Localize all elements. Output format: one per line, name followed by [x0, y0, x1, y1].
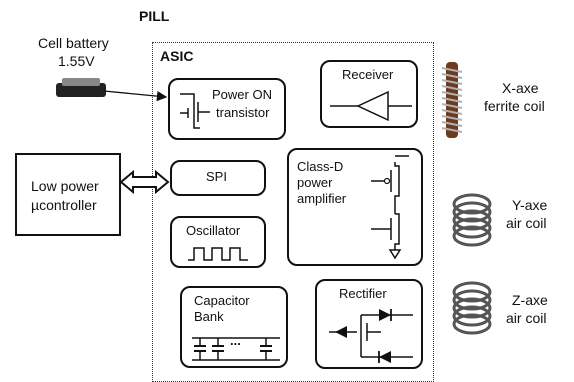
- receiver-block: Receiver: [320, 60, 418, 128]
- z-coil-label-line1: Z-axe: [512, 292, 548, 308]
- diode-bridge-icon: [329, 309, 413, 363]
- x-coil-label-line2: ferrite coil: [484, 98, 545, 114]
- z-coil-label-line2: air coil: [506, 310, 547, 326]
- transistor-icon: [180, 93, 210, 129]
- asic-label: ASIC: [160, 48, 194, 64]
- amplifier-triangle-icon: [330, 90, 412, 122]
- oscillator-block: Oscillator: [170, 216, 266, 268]
- x-axe-ferrite-coil-icon: [433, 60, 471, 140]
- capacitor-bank-label-line1: Capacitor: [194, 293, 250, 308]
- class-d-amplifier-block: Class-D power amplifier: [287, 148, 423, 266]
- capacitor-bank-label-line2: Bank: [194, 309, 224, 324]
- spi-block: SPI: [170, 160, 266, 196]
- power-on-label-line2: transistor: [216, 105, 270, 120]
- battery-label-line1: Cell battery: [38, 35, 109, 51]
- class-d-label-line3: amplifier: [297, 191, 347, 206]
- capacitor-array-icon: [192, 337, 280, 361]
- oscillator-label: Oscillator: [186, 223, 241, 238]
- power-on-label-line1: Power ON: [212, 87, 272, 102]
- battery-icon: [56, 78, 106, 98]
- power-on-transistor-block: Power ON transistor: [168, 78, 286, 140]
- battery-label-line2: 1.55V: [58, 53, 95, 69]
- x-coil-label-line1: X-axe: [502, 80, 539, 96]
- rectifier-label: Rectifier: [339, 286, 387, 301]
- spi-label: SPI: [206, 169, 227, 184]
- square-wave-icon: [188, 247, 248, 261]
- spi-bus-arrow: [119, 169, 170, 195]
- rectifier-block: Rectifier: [315, 279, 423, 369]
- y-coil-label-line1: Y-axe: [512, 197, 548, 213]
- y-axe-air-coil-icon: [447, 190, 497, 250]
- battery-to-power-on-arrow: [103, 90, 168, 102]
- class-d-label-line1: Class-D: [297, 159, 344, 174]
- cmos-transistor-pair-icon: [371, 155, 409, 260]
- microcontroller-box: Low power µcontroller: [15, 153, 121, 236]
- y-coil-label-line2: air coil: [506, 215, 547, 231]
- controller-label-line2: µcontroller: [31, 197, 97, 213]
- receiver-label: Receiver: [342, 67, 394, 82]
- pill-label: PILL: [139, 8, 170, 24]
- class-d-label-line2: power: [297, 175, 333, 190]
- capacitor-bank-block: Capacitor Bank ...: [180, 286, 288, 368]
- capacitor-ellipsis: ...: [230, 333, 241, 348]
- z-axe-air-coil-icon: [447, 278, 497, 340]
- controller-label-line1: Low power: [31, 178, 99, 194]
